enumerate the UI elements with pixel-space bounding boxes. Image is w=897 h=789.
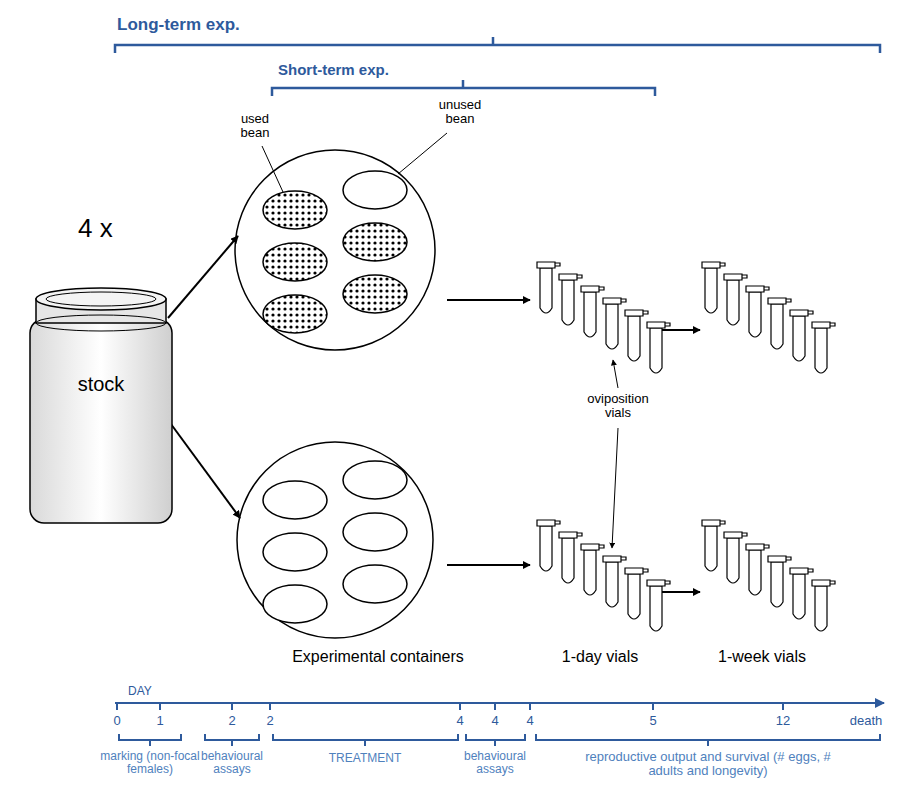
experiment-title: Short-term exp.: [278, 62, 478, 79]
flow-arrow: [168, 420, 240, 518]
unused-bean: [263, 585, 327, 623]
jar-label: stock: [28, 285, 174, 396]
column-heading: 1-day vials: [540, 648, 660, 666]
vial: [790, 568, 813, 619]
column-heading: 1-week vials: [702, 648, 822, 666]
flow-arrow: [168, 236, 238, 318]
vial: [559, 274, 582, 325]
phase-label: TREATMENT: [300, 752, 430, 765]
callout-label: oviposition vials: [577, 392, 659, 421]
vial: [559, 532, 582, 583]
experiment-brackets: [115, 37, 880, 96]
vial: [724, 274, 747, 325]
day-number: 2: [217, 714, 247, 728]
phase-label: reproductive output and survival (# eggs…: [583, 750, 833, 779]
day-number: 4: [480, 714, 510, 728]
vial: [724, 532, 747, 583]
container-unused: [237, 442, 433, 638]
vial: [647, 580, 670, 631]
phase-label: marking (non-focal females): [94, 750, 206, 776]
phase-bracket: [466, 734, 525, 746]
vial: [768, 556, 791, 607]
flow-arrow: [447, 564, 530, 566]
unused-bean: [263, 533, 327, 571]
leader-line: [398, 133, 447, 174]
unused-bean: [343, 171, 407, 209]
day-number: 12: [768, 714, 798, 728]
flow-arrow: [447, 299, 530, 301]
unused-bean: [263, 481, 327, 519]
leader-lines: [262, 133, 618, 548]
day-number: 4: [515, 714, 545, 728]
unused-bean: [343, 513, 407, 551]
phase-bracket: [205, 734, 259, 746]
jar-outline: [28, 285, 174, 525]
unused-bean: [343, 461, 407, 499]
stock-jar: stock: [28, 285, 174, 525]
experiment-title: Long-term exp.: [117, 16, 337, 35]
phase-bracket: [273, 734, 458, 746]
long-term-bracket: [115, 37, 880, 53]
container-used: [235, 150, 435, 350]
vial: [647, 322, 670, 373]
vial: [581, 286, 604, 337]
vial: [790, 310, 813, 361]
vial: [702, 262, 725, 313]
used-bean: [263, 243, 327, 281]
used-bean: [343, 223, 407, 261]
replicate-count: 4 x: [78, 214, 148, 243]
phase-bracket: [536, 734, 880, 746]
vial: [746, 544, 769, 595]
vial: [812, 322, 835, 373]
leader-line: [262, 146, 283, 192]
vial: [581, 544, 604, 595]
used-bean: [263, 295, 327, 333]
phase-label: behavioural assays: [455, 750, 535, 776]
phase-label: behavioural assays: [192, 750, 272, 776]
vial: [746, 286, 769, 337]
vial: [768, 298, 791, 349]
vial: [603, 556, 626, 607]
oviposition-vials: [537, 262, 835, 631]
vial: [537, 262, 560, 313]
phase-bracket: [119, 734, 181, 746]
flow-arrows: [168, 236, 700, 592]
vial: [702, 520, 725, 571]
unused-bean: [343, 565, 407, 603]
vial: [603, 298, 626, 349]
leader-arrow: [612, 428, 618, 548]
day-number: 4: [445, 714, 475, 728]
column-heading: Experimental containers: [263, 648, 493, 666]
used-bean: [263, 191, 327, 229]
used-bean: [343, 275, 407, 313]
containers: [235, 150, 435, 638]
phase-brackets: [119, 734, 880, 746]
day-number: 1: [145, 714, 175, 728]
vial: [625, 310, 648, 361]
short-term-bracket: [272, 80, 655, 96]
day-number: 0: [102, 714, 132, 728]
callout-label: used bean: [232, 112, 278, 141]
axis-ticks: [117, 703, 783, 710]
day-number: 2: [255, 714, 285, 728]
leader-arrow: [613, 360, 618, 388]
flow-arrow: [660, 329, 700, 331]
callout-label: unused bean: [432, 98, 488, 127]
vial: [625, 568, 648, 619]
day-number: 5: [638, 714, 668, 728]
time-axis: [115, 702, 884, 704]
day-number: death: [841, 714, 891, 728]
vial: [812, 580, 835, 631]
timeline: [115, 703, 884, 710]
flow-arrow: [660, 591, 700, 593]
axis-title: DAY: [128, 685, 168, 698]
vial: [537, 520, 560, 571]
